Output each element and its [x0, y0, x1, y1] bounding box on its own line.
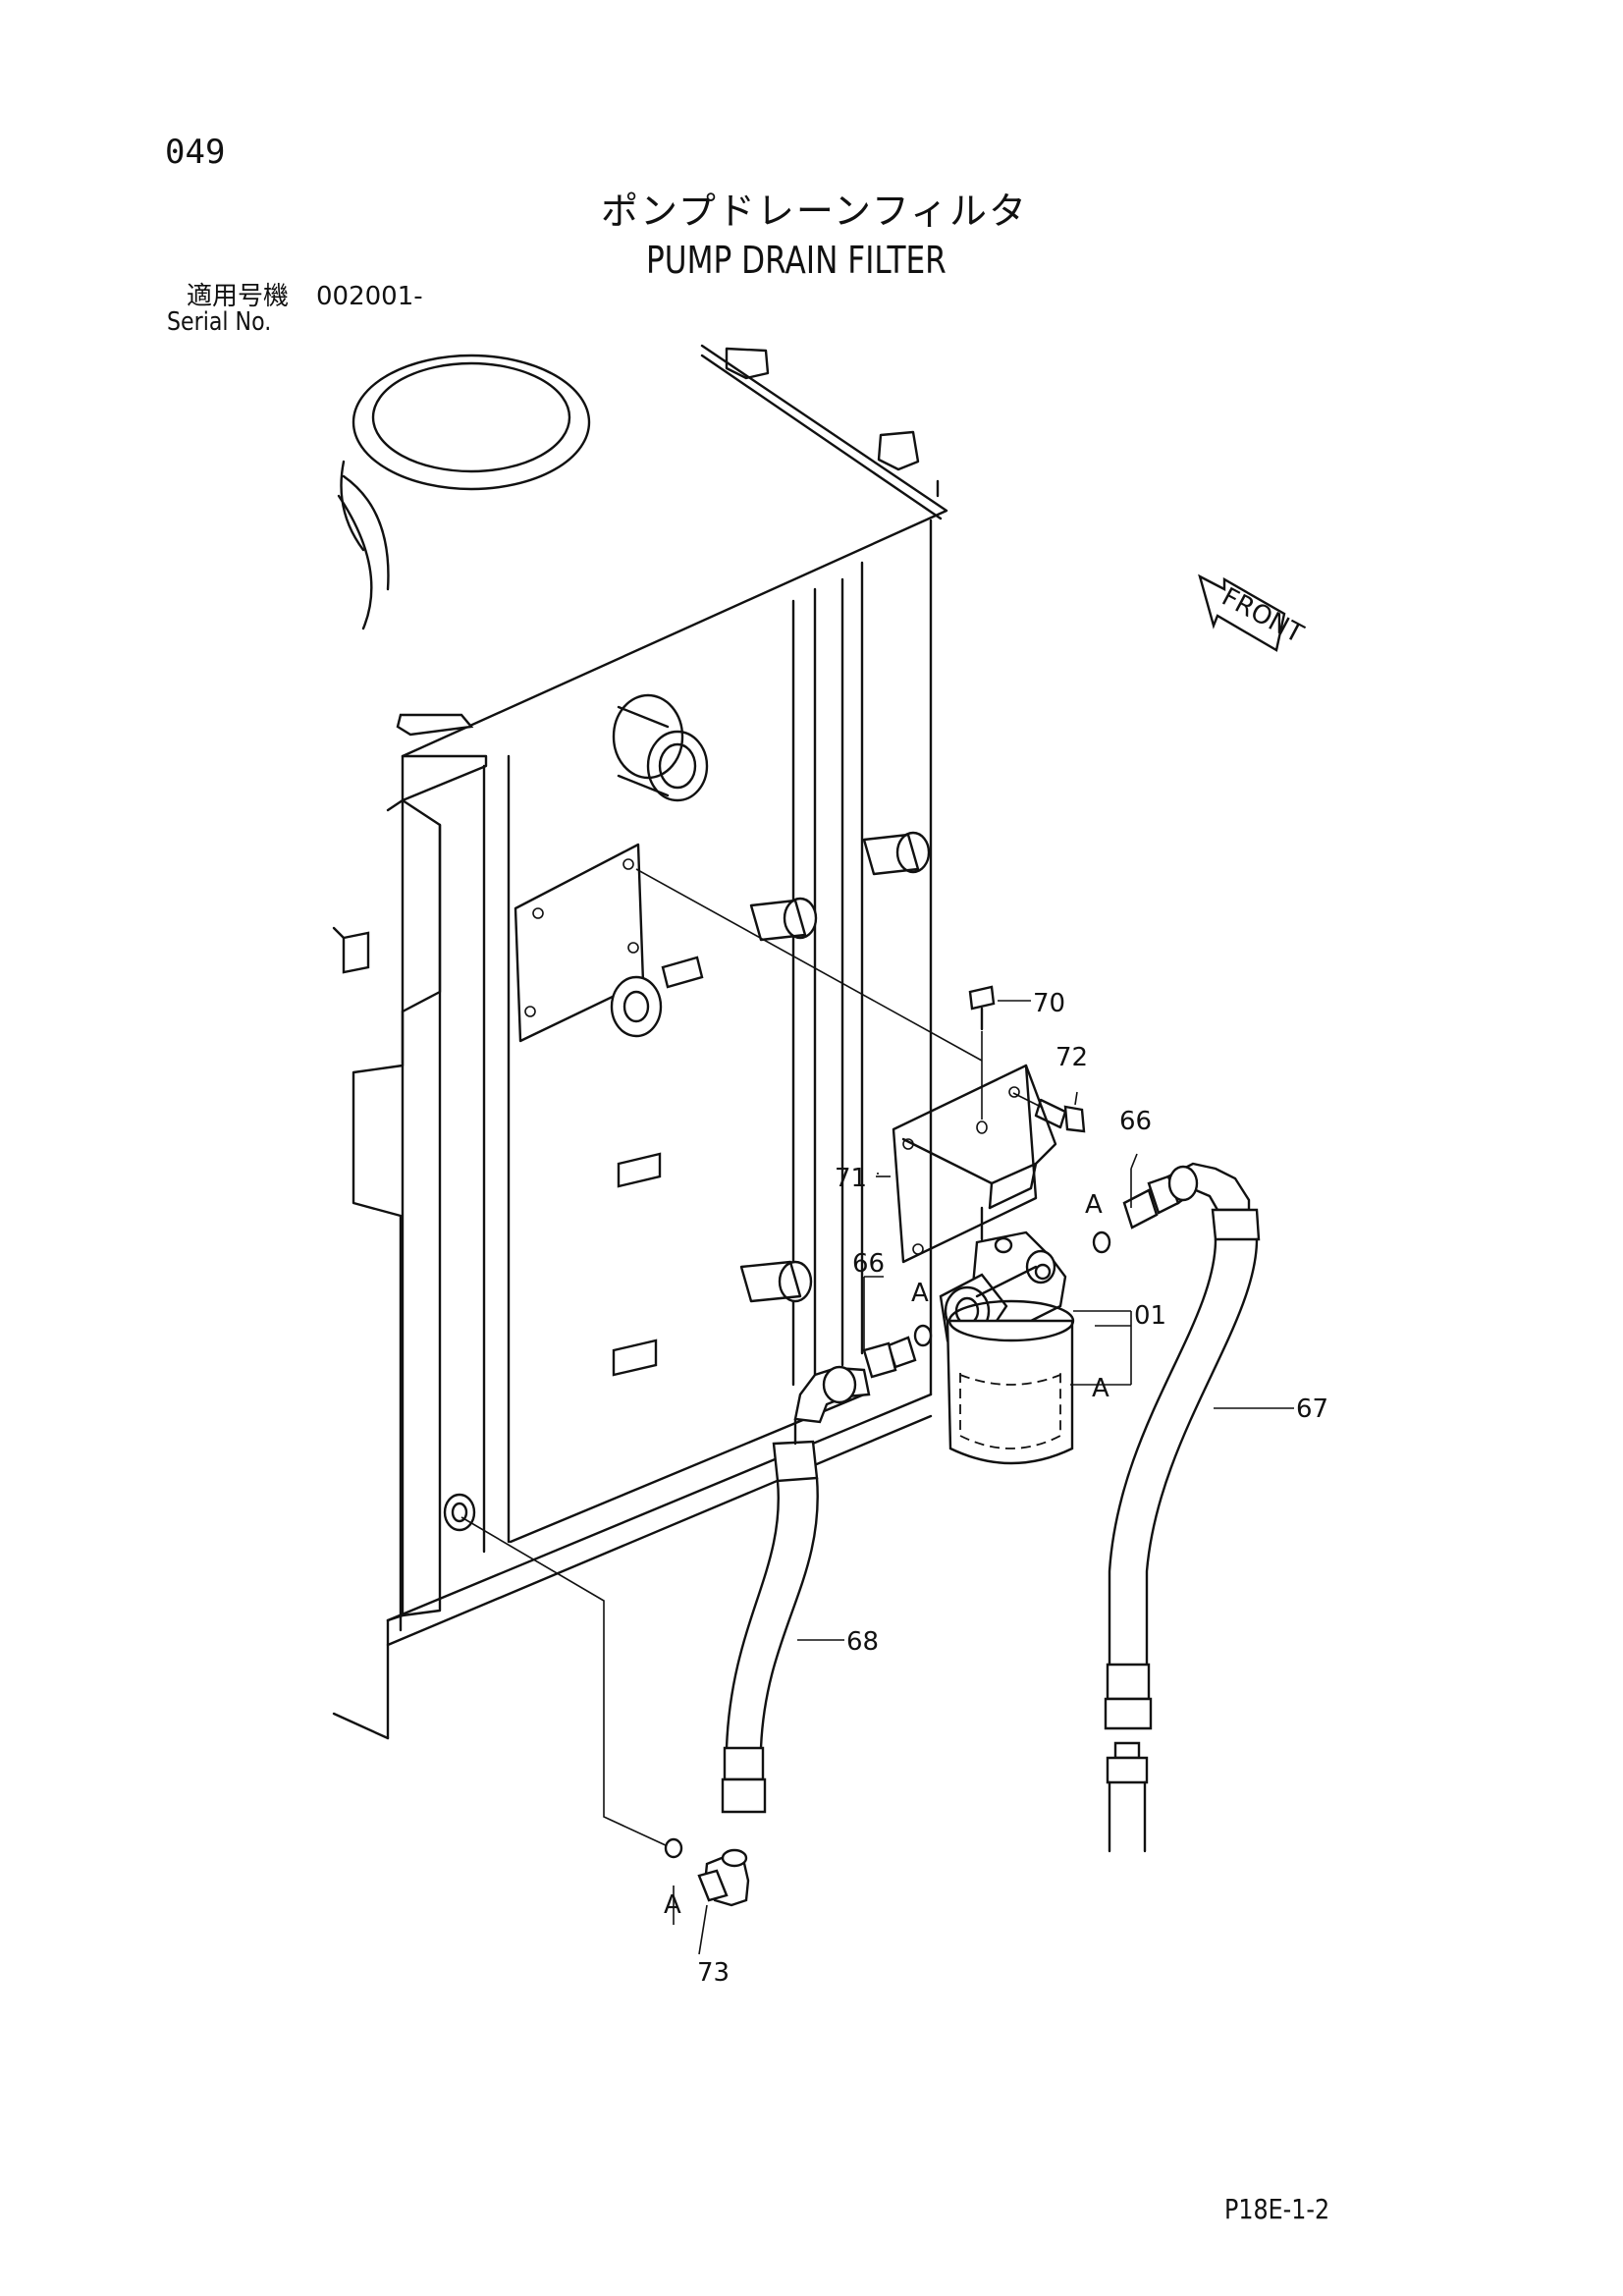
callout-66-left: 66	[852, 1249, 885, 1279]
callout-a-right: A	[1085, 1190, 1103, 1220]
footer-page-code: P18E-1-2	[1224, 2193, 1330, 2225]
callout-a-bottom: A	[664, 1890, 681, 1920]
callout-71: 71	[835, 1164, 867, 1193]
callout-68: 68	[846, 1627, 879, 1657]
page-number: 049	[165, 133, 226, 172]
drain-filter-element	[939, 1206, 1132, 1465]
page-title-english: PUMP DRAIN FILTER	[646, 239, 947, 282]
front-direction-arrow: FRONT	[1198, 574, 1308, 652]
hose-68-assembly	[721, 1276, 933, 1814]
callout-70: 70	[1033, 989, 1065, 1018]
serial-number-value: 002001-	[316, 282, 423, 311]
elbow-73-assembly	[460, 1516, 750, 1955]
callout-a-filter: A	[1092, 1374, 1109, 1403]
serial-label-japanese: 適用号機	[187, 282, 290, 311]
serial-label-english: Serial No.	[167, 307, 272, 337]
callout-72: 72	[1055, 1043, 1088, 1072]
hydraulic-tank	[332, 344, 948, 1740]
callout-01: 01	[1134, 1301, 1166, 1331]
filter-bracket-assembly	[635, 868, 1086, 1264]
callout-labels: 70 72 66 A 71 66 A 01 A 67 68 A 73	[664, 989, 1328, 1988]
callout-73: 73	[697, 1958, 730, 1988]
callout-a-left: A	[911, 1279, 929, 1308]
hose-67-assembly	[1092, 1153, 1294, 1853]
page-title-japanese: ポンプドレーンフィルタ	[601, 190, 1029, 233]
callout-67: 67	[1296, 1394, 1328, 1424]
callout-66-right: 66	[1119, 1107, 1152, 1136]
